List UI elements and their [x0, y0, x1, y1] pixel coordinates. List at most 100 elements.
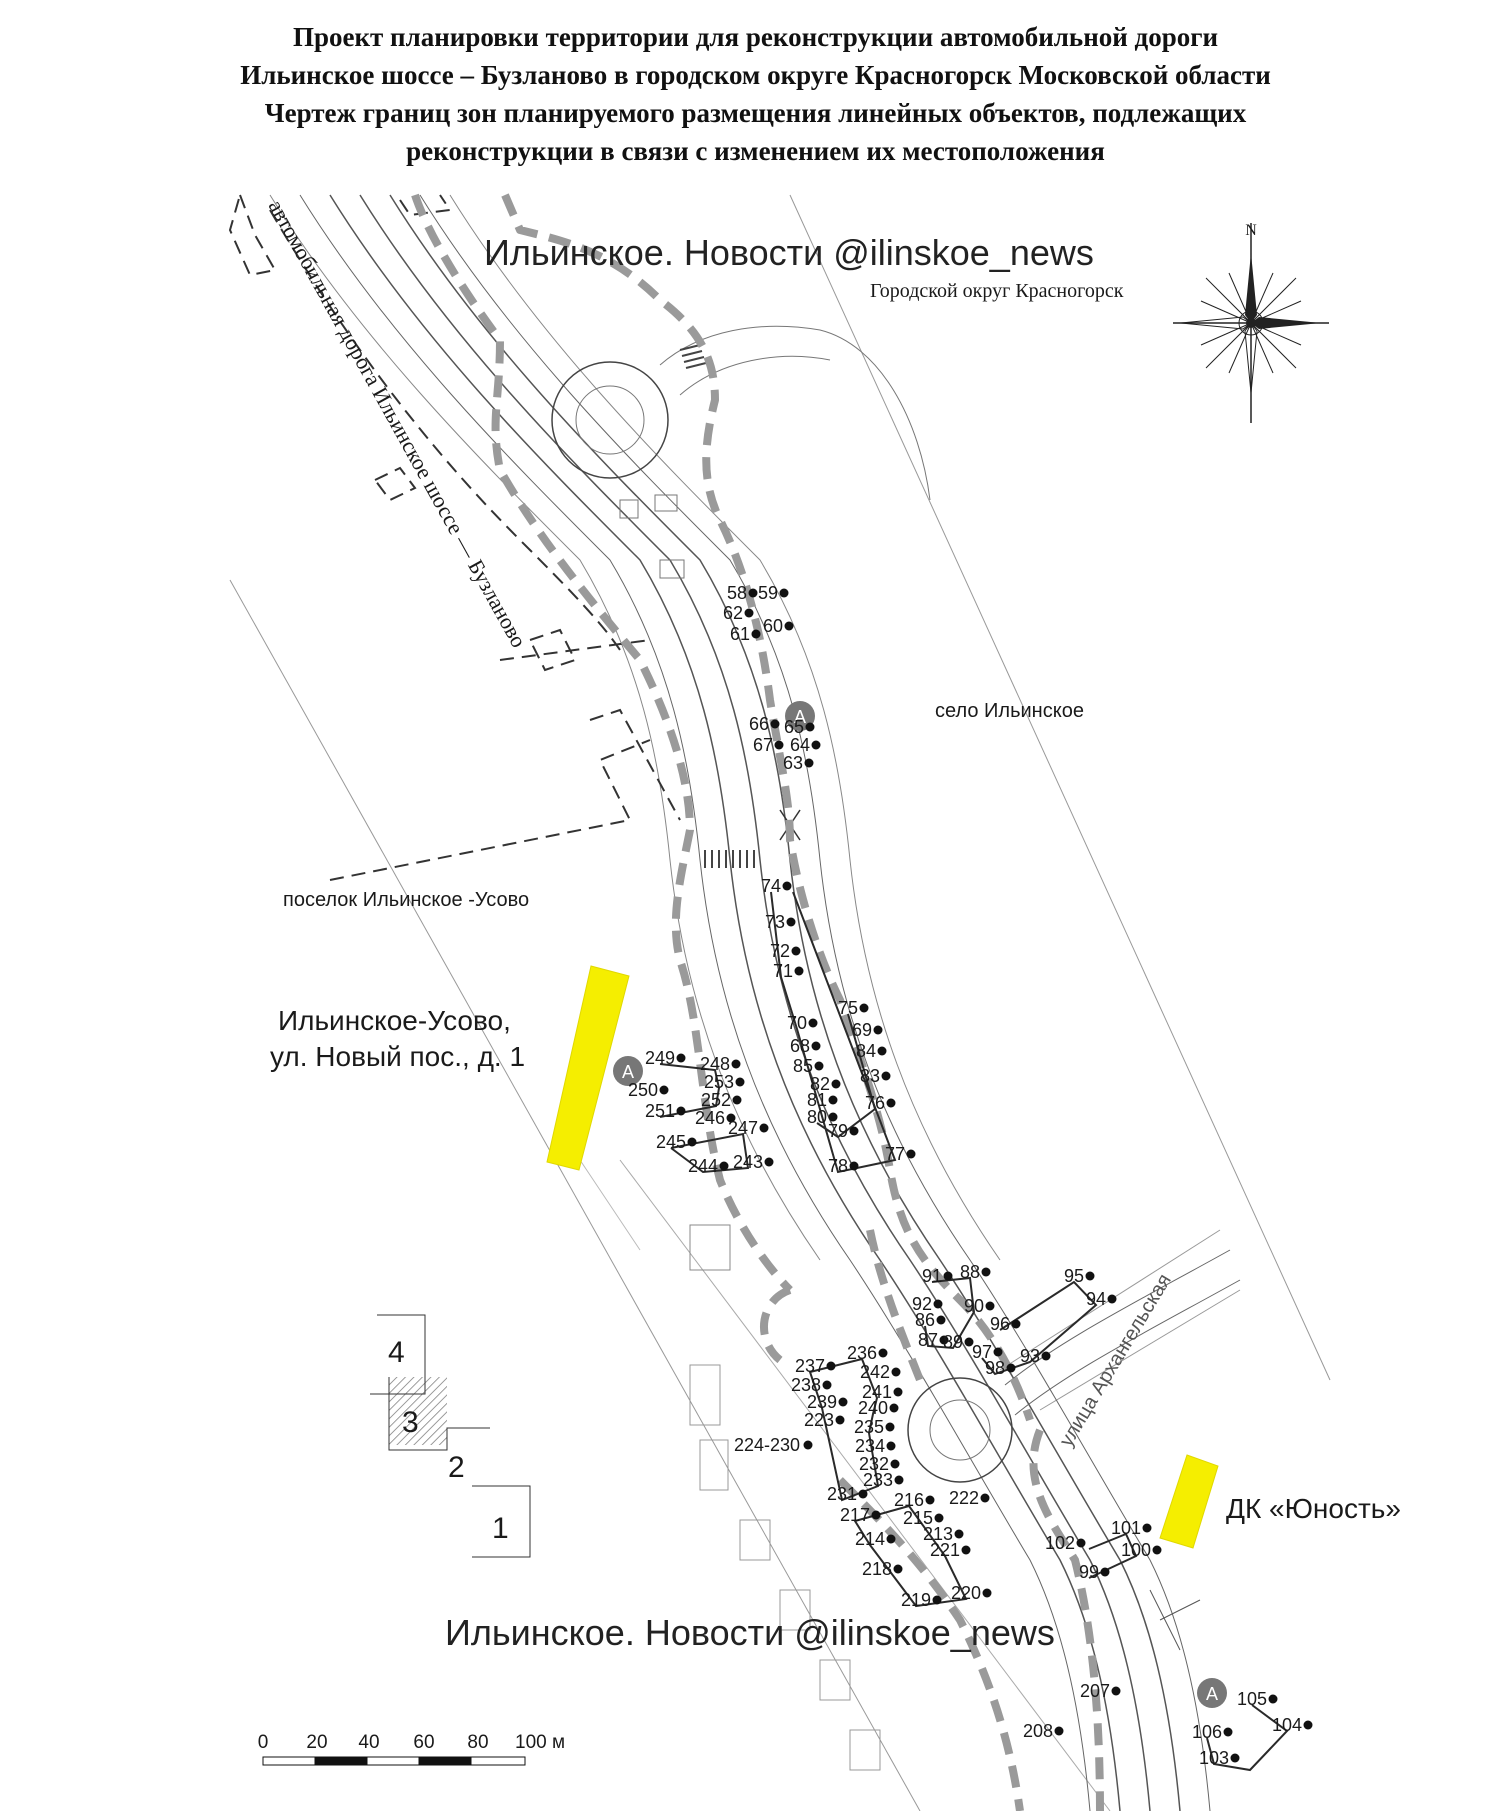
compass-rose-icon: N	[1173, 222, 1329, 423]
survey-point-dot	[794, 966, 804, 976]
survey-point-label: 253	[704, 1072, 734, 1092]
survey-point-dot	[1303, 1720, 1313, 1730]
survey-point-dot	[822, 1380, 832, 1390]
survey-point: 231	[827, 1484, 868, 1504]
survey-point-dot	[1142, 1523, 1152, 1533]
thin-dashed-boundaries	[228, 191, 681, 881]
svg-text:2: 2	[448, 1451, 465, 1484]
survey-point-dot	[659, 1085, 669, 1095]
survey-point-label: 64	[790, 735, 810, 755]
survey-point-label: 224-230	[734, 1435, 800, 1455]
survey-point-label: 98	[985, 1358, 1005, 1378]
survey-point: 232	[859, 1454, 900, 1474]
survey-point-label: 249	[645, 1048, 675, 1068]
survey-point-dot	[808, 1018, 818, 1028]
survey-point: 106	[1192, 1722, 1233, 1742]
survey-point-dot	[782, 881, 792, 891]
survey-point: 97	[972, 1342, 1003, 1362]
survey-point-label: 84	[856, 1041, 876, 1061]
survey-point: 96	[990, 1314, 1021, 1334]
survey-point-dot	[687, 1137, 697, 1147]
survey-point-dot	[838, 1397, 848, 1407]
survey-point-label: 103	[1199, 1748, 1229, 1768]
survey-point-dot	[878, 1348, 888, 1358]
survey-point: 245	[656, 1132, 697, 1152]
survey-point: 67	[753, 735, 784, 755]
survey-point-dot	[831, 1079, 841, 1089]
survey-point-label: 247	[728, 1118, 758, 1138]
title-line-3: Чертеж границ зон планируемого размещени…	[264, 98, 1247, 128]
survey-point-dot	[981, 1267, 991, 1277]
survey-point-dot	[943, 1271, 953, 1281]
svg-text:3: 3	[402, 1406, 419, 1439]
survey-point-label: 251	[645, 1101, 675, 1121]
survey-point-label: 97	[972, 1342, 992, 1362]
survey-point: 65	[784, 717, 815, 737]
survey-point-dot	[1100, 1567, 1110, 1577]
survey-point: 223	[804, 1410, 845, 1430]
survey-point-dot	[993, 1347, 1003, 1357]
survey-point: 213	[923, 1524, 964, 1544]
svg-text:20: 20	[306, 1732, 327, 1753]
survey-point-dot	[814, 1061, 824, 1071]
survey-point-dot	[886, 1098, 896, 1108]
survey-point-label: 246	[695, 1108, 725, 1128]
survey-point-label: 68	[790, 1036, 810, 1056]
survey-point-label: 81	[807, 1090, 827, 1110]
survey-point: 220	[951, 1583, 992, 1603]
survey-point: 100	[1121, 1540, 1162, 1560]
survey-point-label: 87	[918, 1330, 938, 1350]
survey-point-label: 93	[1020, 1346, 1040, 1366]
survey-point-dot	[828, 1112, 838, 1122]
survey-point-dot	[759, 1123, 769, 1133]
survey-point: 92	[912, 1294, 943, 1314]
survey-point-dot	[871, 1510, 881, 1520]
survey-point: 221	[930, 1540, 971, 1560]
survey-point-label: 250	[628, 1080, 658, 1100]
survey-point: 217	[840, 1505, 881, 1525]
survey-point-label: 236	[847, 1343, 877, 1363]
survey-point-label: 71	[773, 961, 793, 981]
survey-point: 251	[645, 1101, 686, 1121]
survey-point-dot	[934, 1513, 944, 1523]
survey-point: 215	[903, 1508, 944, 1528]
survey-point: 79	[828, 1121, 859, 1141]
survey-point-label: 223	[804, 1410, 834, 1430]
survey-point-dot	[1230, 1753, 1240, 1763]
svg-text:4: 4	[388, 1336, 405, 1369]
survey-point: 63	[783, 753, 814, 773]
survey-point-dot	[1011, 1319, 1021, 1329]
survey-point-label: 65	[784, 717, 804, 737]
survey-point-label: 219	[901, 1590, 931, 1610]
survey-point-label: 99	[1079, 1562, 1099, 1582]
watermark-bottom: Ильинское. Новости @ilinskoe_news	[445, 1612, 1055, 1653]
survey-point-label: 102	[1045, 1533, 1075, 1553]
survey-point-dot	[906, 1149, 916, 1159]
survey-point: 208	[1023, 1721, 1064, 1741]
svg-text:N: N	[1245, 222, 1257, 239]
survey-point: 91	[922, 1266, 953, 1286]
zone-boundary	[411, 193, 1104, 1811]
survey-point-dot	[890, 1459, 900, 1469]
bus-stop-marker: А	[613, 1056, 643, 1086]
survey-point-label: 100	[1121, 1540, 1151, 1560]
survey-point-dot	[786, 917, 796, 927]
survey-point-label: 79	[828, 1121, 848, 1141]
svg-text:1: 1	[492, 1512, 509, 1545]
address-label-line1: Ильинское-Усово,	[278, 1005, 511, 1036]
survey-point-dot	[881, 1071, 891, 1081]
dk-label: ДК «Юность»	[1226, 1493, 1401, 1524]
survey-point-dot	[732, 1095, 742, 1105]
survey-point-dot	[676, 1106, 686, 1116]
survey-point-label: 243	[733, 1152, 763, 1172]
survey-point: 58	[727, 583, 758, 603]
survey-point: 103	[1199, 1748, 1240, 1768]
survey-point-dot	[1006, 1363, 1016, 1373]
highlight-block-dk	[1159, 1454, 1219, 1549]
survey-point-label: 218	[862, 1559, 892, 1579]
svg-text:80: 80	[467, 1732, 488, 1753]
survey-point: 237	[795, 1356, 836, 1376]
survey-point: 248	[700, 1054, 741, 1074]
survey-point-dot	[885, 1422, 895, 1432]
